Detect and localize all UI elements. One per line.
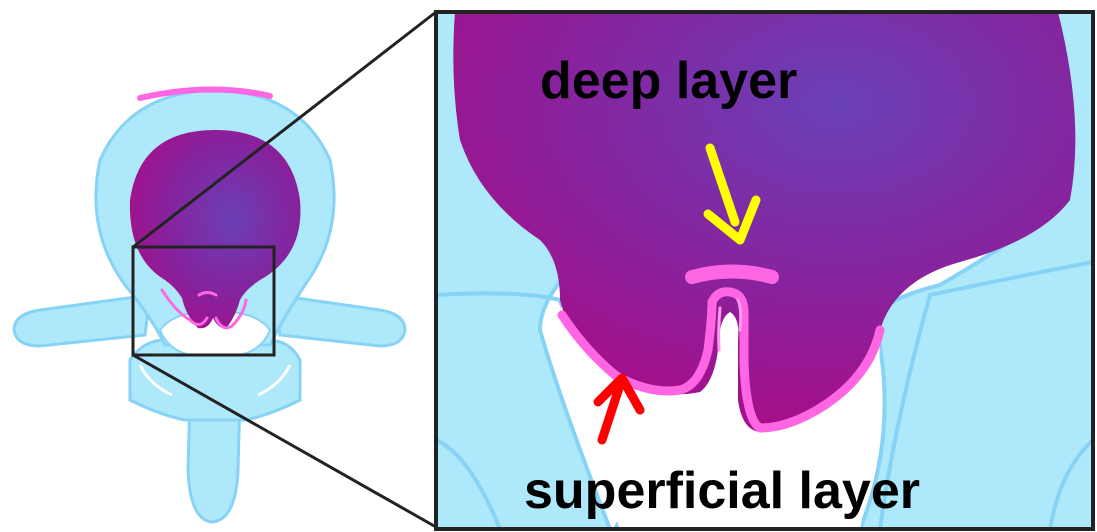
superficial-layer-label: superficial layer [524,462,920,520]
left-transverse-process [14,295,150,346]
vertebra-overview [14,89,405,522]
deep-layer-label: deep layer [540,52,797,110]
deep-membrane [692,272,772,278]
